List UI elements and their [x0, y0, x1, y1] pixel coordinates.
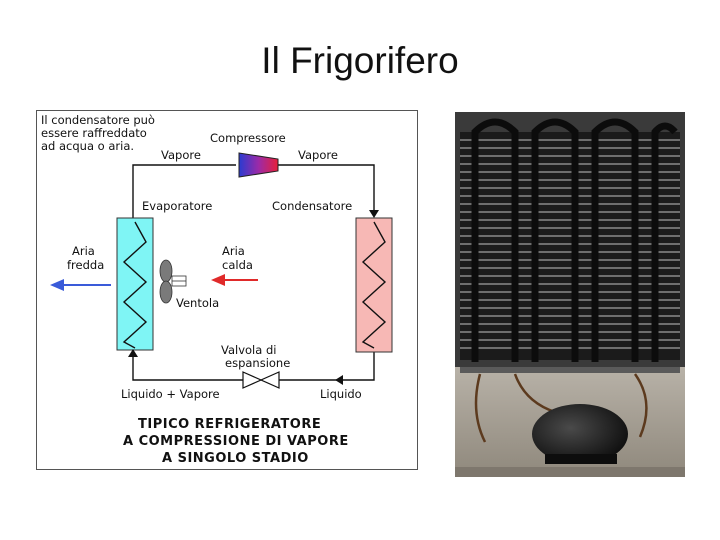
liquido-label: Liquido [320, 387, 362, 401]
diagram-title-3: A SINGOLO STADIO [162, 451, 309, 466]
refrigeration-cycle-diagram: Il condensatore può essere raffreddato a… [36, 110, 418, 470]
vapore-left-label: Vapore [161, 148, 201, 162]
evaporatore-label: Evaporatore [142, 199, 212, 213]
flow-arrow-up [128, 349, 138, 357]
diagram-title-1: TIPICO REFRIGERATORE [138, 417, 321, 432]
refrigerant-piping [132, 164, 375, 381]
compressor-photo [532, 404, 628, 464]
fan-icon [159, 259, 187, 304]
vapore-right-label: Vapore [298, 148, 338, 162]
aria-fredda-label-2: fredda [67, 258, 104, 272]
note-line-2: essere raffreddato [41, 126, 147, 140]
ventola-label: Ventola [176, 296, 219, 310]
note-line-1: Il condensatore può [41, 113, 155, 127]
refrigerator-condenser-photo [455, 112, 685, 477]
condenser-coil [361, 221, 387, 349]
flow-arrow-down [369, 210, 379, 218]
flow-arrow-left [335, 375, 343, 385]
liquido-vapore-label: Liquido + Vapore [121, 387, 220, 401]
aria-calda-label-1: Aria [222, 244, 245, 258]
compressore-label: Compressore [210, 131, 286, 145]
cold-air-arrow [50, 279, 111, 291]
valvola-label-2: espansione [225, 356, 290, 370]
evaporator-coil [122, 221, 148, 349]
slide-title: Il Frigorifero [261, 40, 459, 81]
expansion-valve-icon [242, 371, 280, 389]
note-line-3: ad acqua o aria. [41, 139, 134, 153]
diagram-title-2: A COMPRESSIONE DI VAPORE [123, 434, 349, 449]
condenser-unit [355, 217, 393, 353]
compressor-icon [238, 152, 279, 178]
condensatore-label: Condensatore [272, 199, 352, 213]
condenser-fins [460, 118, 680, 362]
evaporator-unit [116, 217, 154, 351]
aria-fredda-label-1: Aria [72, 244, 95, 258]
aria-calda-label-2: calda [222, 258, 253, 272]
hot-air-arrow [211, 274, 258, 286]
valvola-label-1: Valvola di [221, 343, 276, 357]
